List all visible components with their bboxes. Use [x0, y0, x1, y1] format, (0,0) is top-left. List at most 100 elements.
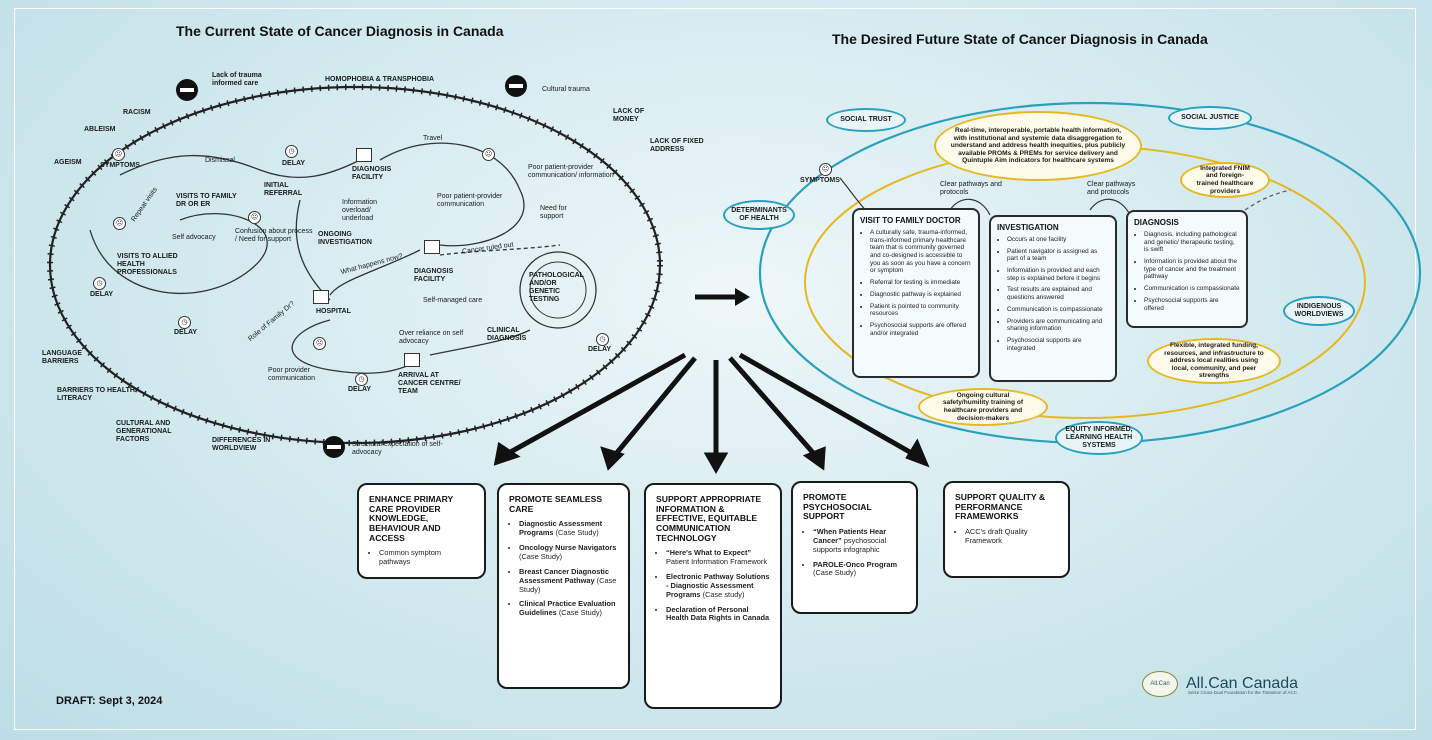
- stage-item: Information is provided about the type o…: [1144, 258, 1240, 281]
- journey-delay-5: DELAY: [348, 386, 372, 393]
- journey-initial-referral: INITIAL REFERRAL: [264, 182, 303, 198]
- stage-title: DIAGNOSIS: [1134, 218, 1179, 227]
- future-symptoms: SYMPTOMS: [800, 177, 840, 184]
- yellow-realtime: Real-time, interoperable, portable healt…: [934, 111, 1142, 181]
- journey-path-4: [329, 249, 421, 296]
- journey-symptoms: SYMPTOMS: [100, 162, 140, 169]
- journey-path-7: [429, 329, 531, 356]
- journey-self-advocacy: Self advocacy: [172, 234, 216, 241]
- logo-subtitle: Seize Cross-Dual Foundation for the Tran…: [1188, 690, 1298, 695]
- clock-icon: ◷: [596, 333, 609, 346]
- stage-item: Psychosocial supports are offered and/or…: [870, 322, 972, 337]
- journey-path-2: [89, 212, 268, 295]
- oval-equity: EQUITY INFORMED, LEARNING HEALTH SYSTEMS: [1055, 421, 1143, 455]
- stage-item: Communication is compassionate: [1007, 306, 1109, 314]
- action-title: SUPPORT QUALITY & PERFORMANCE FRAMEWORKS: [955, 492, 1046, 522]
- no-entry-icon: [323, 436, 345, 458]
- current-state-title: The Current State of Cancer Diagnosis in…: [176, 23, 504, 39]
- journey-over-reliance: Over reliance on self advocacy: [399, 330, 464, 346]
- barrier-health-literacy: BARRIERS TO HEALTH LITERACY: [57, 387, 135, 403]
- stage-item: Information is provided and each step is…: [1007, 267, 1109, 282]
- stage-item: Patient is pointed to community resource…: [870, 303, 972, 318]
- barrier-lack-trauma: Lack of trauma informed care: [212, 72, 262, 88]
- clock-icon: ◷: [178, 316, 191, 329]
- journey-diagnosis-facility-2: DIAGNOSIS FACILITY: [414, 268, 454, 284]
- stage-item: Psychosocial supports are offered: [1144, 297, 1240, 312]
- stage-item: A culturally safe, trauma-informed, tran…: [870, 229, 972, 275]
- pathology-spiral: [519, 251, 597, 329]
- no-entry-icon: [505, 75, 527, 97]
- stage-item: Referral for testing is immediate: [870, 279, 972, 287]
- journey-diagnosis-facility-1: DIAGNOSIS FACILITY: [352, 166, 392, 182]
- yellow-fnim: Integrated FNIM and foreign-trained heal…: [1180, 162, 1270, 198]
- journey-dismissal: Dismissal: [205, 157, 235, 164]
- fan-arrows: [493, 352, 930, 475]
- sad-face-icon: ☹: [482, 148, 495, 161]
- stage-visit-family-doctor: VISIT TO FAMILY DOCTOR A culturally safe…: [852, 208, 980, 378]
- stage-item: Communication is compassionate: [1144, 285, 1240, 293]
- clock-icon: ◷: [93, 277, 106, 290]
- yellow-ongoing: Ongoing cultural safety/humility trainin…: [918, 388, 1048, 426]
- action-psychosocial-support: PROMOTE PSYCHOSOCIAL SUPPORT “When Patie…: [791, 481, 918, 614]
- barrier-cultural-gen: CULTURAL AND GENERATIONAL FACTORS: [116, 420, 172, 444]
- future-arrow-1: [949, 198, 991, 216]
- oval-indigenous: INDIGENOUS WORLDVIEWS: [1283, 296, 1355, 326]
- stage-item: Diagnosis, including pathological and ge…: [1144, 231, 1240, 254]
- barrier-racism: RACISM: [123, 109, 151, 116]
- sad-face-icon: ☹: [313, 337, 326, 350]
- action-item: ACC's draft Quality Framework: [965, 527, 1058, 546]
- action-item: Electronic Pathway Solutions - Diagnosti…: [666, 572, 770, 600]
- stage-item: Providers are communicating and sharing …: [1007, 318, 1109, 333]
- sad-face-icon: ☹: [248, 211, 261, 224]
- draft-date: DRAFT: Sept 3, 2024: [56, 695, 163, 707]
- journey-poor-comm-2: Poor patient-provider communication/ inf…: [528, 164, 614, 180]
- pathology-spiral-inner: [529, 261, 587, 319]
- barrier-lack-address: LACK OF FIXED ADDRESS: [650, 138, 704, 154]
- oval-determinants: DETERMINANTS OF HEALTH: [723, 200, 795, 230]
- yellow-flexible: Flexible, integrated funding, resources,…: [1147, 338, 1281, 384]
- journey-delay-4: DELAY: [588, 346, 612, 353]
- future-clear-2: Clear pathways and protocols: [1087, 181, 1136, 197]
- journey-path-8: [295, 199, 331, 301]
- journey-delay-1: DELAY: [282, 160, 306, 167]
- action-communication-technology: SUPPORT APPROPRIATE INFORMATION & EFFECT…: [644, 483, 782, 709]
- oval-social-trust: SOCIAL TRUST: [826, 108, 906, 132]
- barrier-ageism: AGEISM: [54, 159, 82, 166]
- action-item: Diagnostic Assessment Programs (Case Stu…: [519, 519, 618, 538]
- action-enhance-primary-care: ENHANCE PRIMARY CARE PROVIDER KNOWLEDGE,…: [357, 483, 486, 579]
- action-item: PAROLE-Onco Program (Case Study): [813, 560, 906, 579]
- logo-text: All.Can Canada: [1186, 675, 1299, 692]
- no-entry-icon: [176, 79, 198, 101]
- journey-self-managed: Self-managed care: [423, 297, 483, 304]
- action-title: PROMOTE SEAMLESS CARE: [509, 494, 603, 514]
- barrier-structural: Structural expectation of self-advocacy: [352, 441, 443, 457]
- action-item: Oncology Nurse Navigators (Case Study): [519, 543, 618, 562]
- sad-face-icon: ☹: [819, 163, 832, 176]
- journey-need-support: Need for support: [540, 205, 567, 221]
- barrier-language: LANGUAGE BARRIERS: [42, 350, 83, 366]
- action-item: Declaration of Personal Health Data Righ…: [666, 605, 770, 624]
- journey-path-3: [379, 142, 525, 247]
- action-quality-frameworks: SUPPORT QUALITY & PERFORMANCE FRAMEWORKS…: [943, 481, 1070, 578]
- stage-title: INVESTIGATION: [997, 223, 1059, 232]
- stage-item: Psychosocial supports are integrated: [1007, 337, 1109, 352]
- journey-travel: Travel: [423, 135, 443, 142]
- journey-clinical-diagnosis: CLINICAL DIAGNOSIS: [487, 327, 527, 343]
- journey-poor-comm-1: Poor patient-provider communication: [437, 193, 503, 209]
- stage-item: Patient navigator is assigned as part of…: [1007, 248, 1109, 263]
- current-state-oval-barbs: [47, 84, 663, 446]
- journey-info-overload: Information overload/ underload: [342, 199, 378, 223]
- sad-face-icon: ☹: [113, 217, 126, 230]
- barrier-worldview: DIFFERENCES IN WORLDVIEW: [212, 437, 271, 453]
- action-title: SUPPORT APPROPRIATE INFORMATION & EFFECT…: [656, 494, 762, 543]
- journey-pathological: PATHOLOGICAL AND/OR GENETIC TESTING: [529, 272, 584, 304]
- action-item: Common symptom pathways: [379, 548, 474, 567]
- barrier-homophobia: HOMOPHOBIA & TRANSPHOBIA: [325, 76, 435, 83]
- journey-arrival: ARRIVAL AT CANCER CENTRE/ TEAM: [398, 372, 461, 396]
- future-arrow-2: [1089, 198, 1131, 216]
- oval-social-justice: SOCIAL JUSTICE: [1168, 106, 1252, 130]
- future-clear-1: Clear pathways and protocols: [940, 181, 1002, 197]
- action-item: Breast Cancer Diagnostic Assessment Path…: [519, 567, 618, 595]
